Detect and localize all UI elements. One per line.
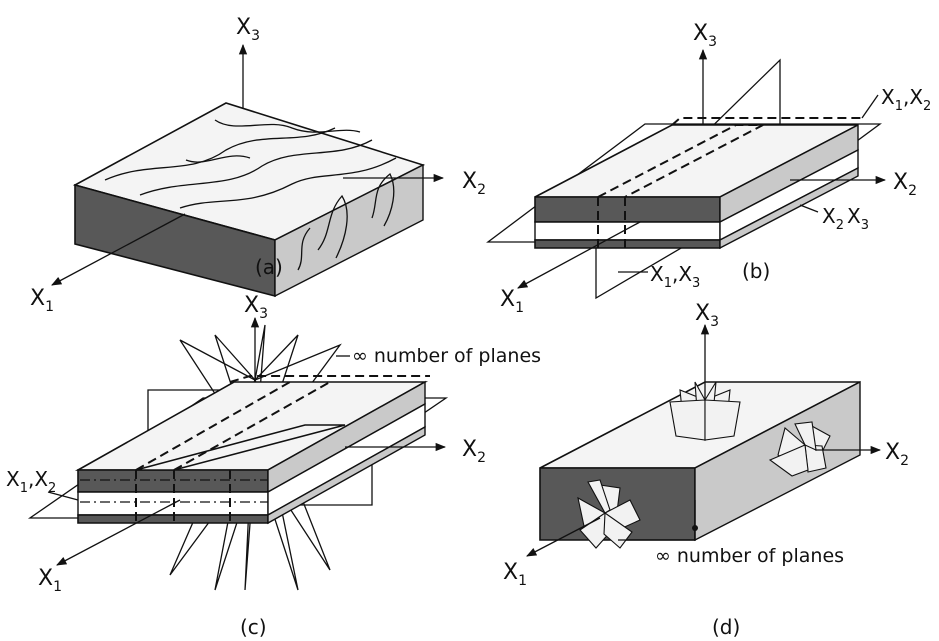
caption-c: (c) (240, 615, 267, 639)
caption-a: (a) (255, 255, 283, 279)
plane-label-x1x2-c: X1,X2 (6, 467, 56, 496)
slab-b-lower-side (719, 166, 859, 250)
x1-axis-a (51, 213, 186, 286)
plane-cluster-side-d (768, 421, 831, 477)
grain-texture-a (104, 127, 336, 181)
caption-b: (b) (742, 259, 770, 283)
x1-label-b: X1 (500, 287, 524, 316)
plane-label-x1x3-b: X1,X3 (650, 262, 700, 291)
x2-label-c: X2 (462, 437, 486, 466)
plane-cluster-front-d (577, 479, 641, 549)
x1-label-a: X1 (30, 286, 54, 315)
slab-b-upper-front (534, 196, 721, 223)
annotation-c: ∞ number of planes (352, 345, 541, 367)
x1-axis-d (526, 517, 601, 557)
x2-label-b: X2 (893, 170, 917, 199)
slab-b-lower-front (534, 239, 721, 249)
x3-label-d: X3 (695, 301, 719, 330)
slab-c-lower-side (267, 425, 426, 525)
slab-b-middle-front (534, 221, 721, 241)
panel-a: X3 X2 X1 (a) (30, 15, 486, 315)
block-a-side-face (274, 163, 424, 298)
plane-label-x1x2-b: X1,X2 (881, 85, 931, 114)
plane-cluster-top-d (669, 381, 741, 441)
x3-label-a: X3 (236, 15, 260, 44)
annotation-leader-d (618, 500, 696, 541)
panel-c: X3 X2 X1 X1,X2 ∞ number of planes (c) (6, 293, 541, 639)
x2-label-d: X2 (885, 440, 909, 469)
x1-axis-b (517, 221, 641, 289)
x1-axis-c (56, 499, 181, 566)
x1-label-c: X1 (38, 566, 62, 595)
caption-d: (d) (712, 615, 740, 639)
x2-label-a: X2 (462, 169, 486, 198)
panel-d: X3 X2 X1 ∞ number of planes (d) (503, 301, 909, 639)
x1-label-d: X1 (503, 560, 527, 589)
annotation-d: ∞ number of planes (655, 545, 844, 567)
x3-label-c: X3 (244, 293, 268, 322)
cutout-c (135, 424, 346, 471)
x3-label-b: X3 (693, 21, 717, 50)
